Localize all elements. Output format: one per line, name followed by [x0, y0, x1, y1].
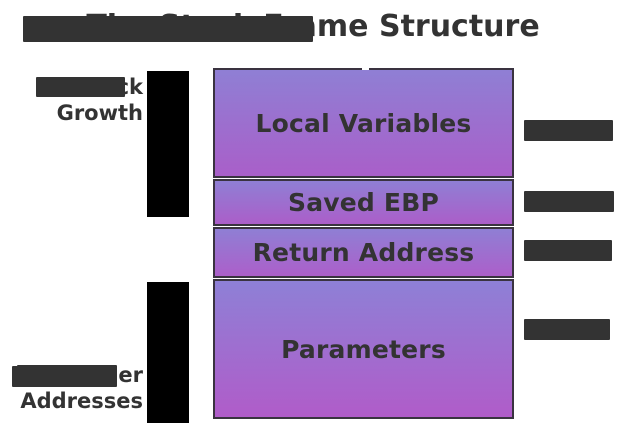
annotation-return-address: [524, 240, 612, 261]
title-redaction-bar: [23, 16, 313, 42]
label-stack-growth: Stack Growth: [0, 74, 143, 126]
stack-frame-saved-ebp-label: Saved EBP: [288, 188, 439, 217]
stack-growth-arrow-icon: [147, 71, 189, 217]
stack-growth-redaction-bar-2: [36, 77, 98, 97]
higher-address-arrow-icon: [147, 282, 189, 423]
stack-frame-local-variables-label: Local Variables: [255, 108, 472, 138]
frame-top-border-notch: [362, 66, 369, 70]
stack-frame-return-address-label: Return Address: [252, 238, 475, 267]
stack-frame-parameters-label: Parameters: [281, 334, 446, 364]
label-higher-addresses-line2: Addresses: [20, 389, 143, 413]
annotation-local-variables: [524, 120, 613, 141]
annotation-saved-ebp: [524, 191, 614, 212]
stack-frame-return-address[interactable]: Return Address: [213, 227, 514, 278]
label-higher-addresses: Higher Addresses: [0, 362, 143, 414]
stack-frame-parameters[interactable]: Parameters: [213, 279, 514, 419]
label-stack-growth-line2: Growth: [56, 101, 143, 125]
stack-frame-saved-ebp[interactable]: Saved EBP: [213, 179, 514, 226]
stack-frame-local-variables[interactable]: Local Variables: [213, 68, 514, 178]
page-title: The Stack Frame Structure: [0, 8, 626, 50]
annotation-parameters: [524, 319, 610, 340]
higher-addresses-redaction-bar-2: [12, 366, 112, 387]
